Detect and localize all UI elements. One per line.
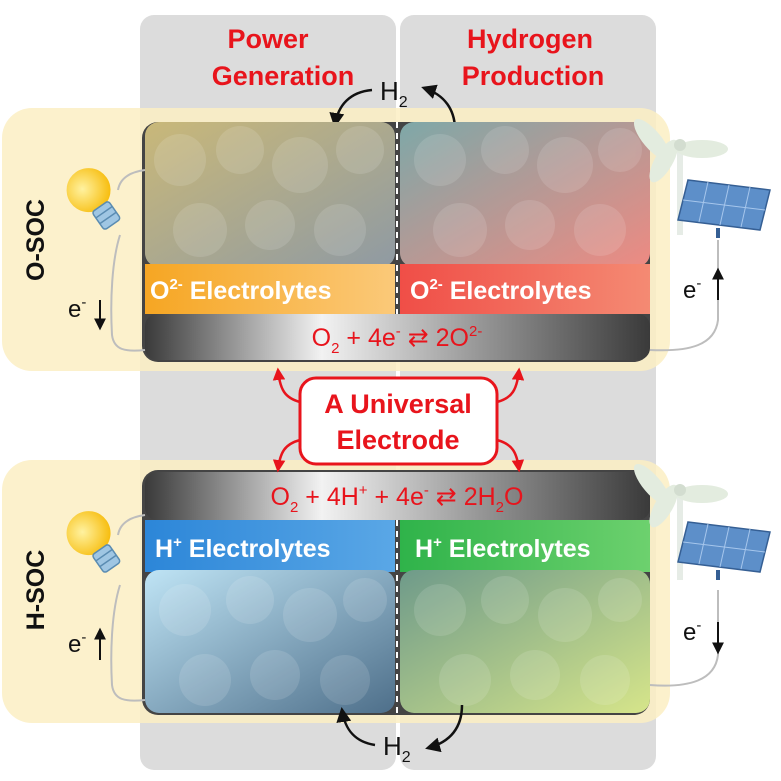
header-hydrogen-line2: Production bbox=[462, 61, 605, 91]
hsoc-reaction-equation: O2 + 4H+ + 4e- ⇄ 2H2O bbox=[271, 482, 524, 516]
osoc-left-electrolyte-label: O2- Electrolytes bbox=[150, 276, 332, 305]
hsoc-right-electrolyte-bar bbox=[400, 520, 650, 572]
arrow-to-osoc-right bbox=[496, 367, 525, 404]
header-power-line1: Power bbox=[227, 24, 309, 54]
osoc-electron-left: e- bbox=[68, 294, 86, 323]
hsoc-cell bbox=[142, 470, 650, 715]
header-power-line2: Generation bbox=[212, 61, 355, 91]
hsoc-right-electrolyte-label: H+ Electrolytes bbox=[415, 534, 591, 563]
h2-top-label: H2 bbox=[380, 76, 408, 111]
solar-panel-icon bbox=[677, 521, 771, 580]
universal-electrode-box bbox=[298, 376, 499, 466]
light-bulb-icon bbox=[66, 511, 121, 573]
hsoc-right-circuit bbox=[649, 590, 719, 687]
hsoc-electron-right: e- bbox=[683, 617, 701, 646]
light-bulb-icon bbox=[66, 168, 121, 230]
h2-bottom-arrow-out bbox=[425, 704, 464, 753]
osoc-right-circuit bbox=[649, 240, 719, 352]
hsoc-left-electrode bbox=[145, 570, 395, 713]
hsoc-left-circuit bbox=[110, 514, 146, 702]
osoc-right-electrolyte-bar bbox=[400, 264, 650, 314]
hsoc-right-electrode bbox=[400, 570, 650, 713]
osoc-right-electrolyte-label: O2- Electrolytes bbox=[410, 276, 592, 305]
h2-top-arrow-in bbox=[329, 88, 373, 128]
hsoc-left-electrolyte-bar bbox=[145, 520, 395, 572]
h2-bottom-label: H2 bbox=[383, 731, 411, 766]
osoc-reaction-bar bbox=[145, 314, 650, 360]
arrow-to-hsoc-left bbox=[272, 438, 301, 473]
header-hydrogen-line1: Hydrogen bbox=[467, 24, 593, 54]
osoc-left-electrolyte-bar bbox=[145, 264, 395, 314]
hsoc-left-electrolyte-label: H+ Electrolytes bbox=[155, 534, 331, 563]
arrow-to-hsoc-right bbox=[496, 438, 525, 473]
wind-turbine-icon bbox=[633, 118, 728, 235]
wind-turbine-icon bbox=[633, 463, 728, 580]
universal-electrode-line2: Electrode bbox=[336, 425, 459, 455]
osoc-cell bbox=[142, 122, 650, 362]
osoc-right-electrode bbox=[400, 122, 650, 267]
universal-electrode-line1: A Universal bbox=[324, 389, 472, 419]
hsoc-reaction-bar bbox=[145, 472, 650, 520]
osoc-row-label: O-SOC bbox=[22, 199, 50, 281]
osoc-left-circuit bbox=[110, 169, 146, 352]
osoc-reaction-equation: O2 + 4e- ⇄ 2O2- bbox=[312, 323, 483, 357]
h2-bottom-arrow-in bbox=[336, 707, 376, 747]
osoc-left-electrode bbox=[145, 122, 395, 267]
hsoc-electron-left: e- bbox=[68, 629, 86, 658]
arrow-to-osoc-left bbox=[272, 367, 301, 404]
hsoc-row-label: H-SOC bbox=[22, 550, 50, 631]
solar-panel-icon bbox=[677, 179, 771, 238]
osoc-electron-right: e- bbox=[683, 275, 701, 304]
